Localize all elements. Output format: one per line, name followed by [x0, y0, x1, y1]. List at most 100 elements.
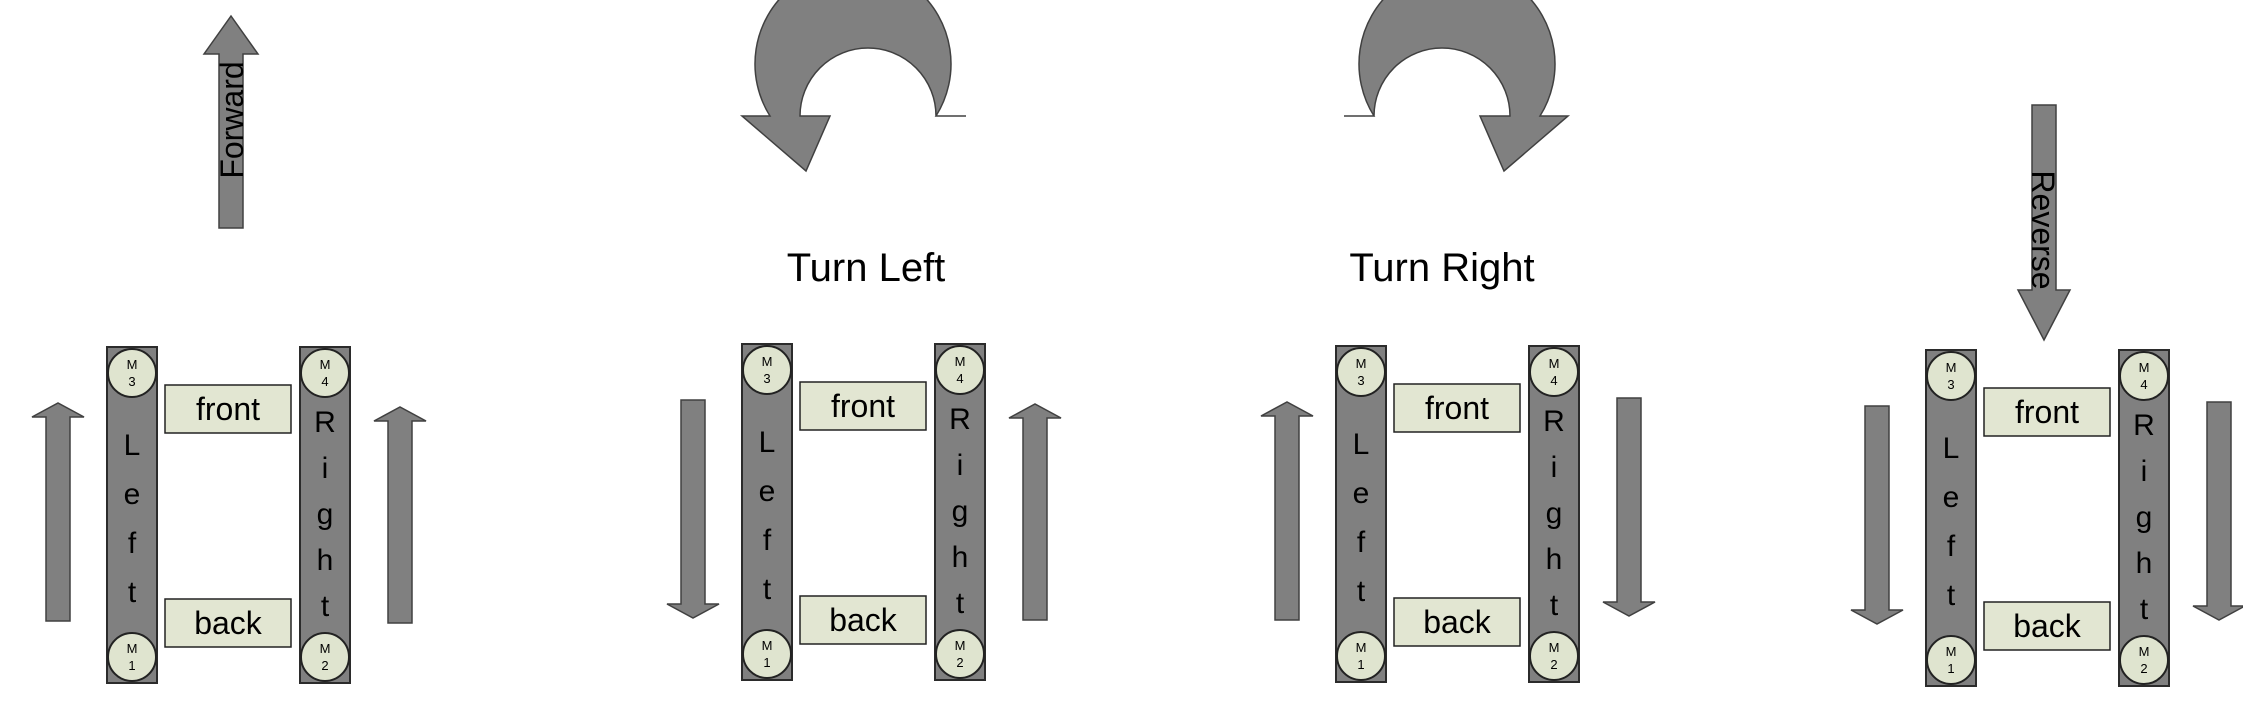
left-motion-arrow [666, 399, 720, 619]
back-label: back [2013, 608, 2082, 644]
motor-m1-number: 1 [128, 658, 135, 673]
motor-m4: M4 [2119, 351, 2169, 401]
motor-m1: M1 [1336, 631, 1386, 681]
front-box [799, 381, 927, 431]
motor-m2-number: 2 [1550, 657, 1557, 672]
back-box [799, 595, 927, 645]
right-track-letter: g [1546, 497, 1563, 530]
motor-m4-number: 4 [321, 374, 328, 389]
right-track-letter: h [317, 544, 334, 577]
motor-m1-number: 1 [1357, 657, 1364, 672]
right-track [934, 343, 986, 681]
front-box [1393, 383, 1521, 433]
left-track-letter: f [763, 524, 772, 557]
motor-m2-circle [300, 632, 350, 682]
motor-m1-circle [742, 629, 792, 679]
motor-m4-letter: M [320, 357, 331, 372]
motor-m3: M3 [742, 345, 792, 395]
motor-m3-letter: M [127, 357, 138, 372]
motor-m3-letter: M [1356, 356, 1367, 371]
left-track-letter: e [1353, 477, 1370, 510]
left-track-letter: t [1357, 575, 1366, 608]
motor-m2-circle [2119, 635, 2169, 685]
left-track-letter: f [1357, 526, 1366, 559]
left-track-letter: f [128, 527, 137, 560]
right-track-letter: R [2133, 409, 2155, 442]
motor-m2: M2 [2119, 635, 2169, 685]
motor-m4-number: 4 [956, 371, 963, 386]
motor-m1: M1 [1926, 635, 1976, 685]
right-motion-arrow [2192, 401, 2243, 621]
motor-m4-number: 4 [1550, 373, 1557, 388]
right-track-letter: i [1551, 451, 1558, 484]
motor-m3-circle [107, 348, 157, 398]
motor-m2-circle [935, 629, 985, 679]
motor-m4-circle [935, 345, 985, 395]
right-track-letter: h [1546, 543, 1563, 576]
right-track-letter: t [956, 587, 965, 620]
reverse-arrow: Reverse [2016, 104, 2072, 342]
turn-left-title: Turn Left [787, 246, 946, 290]
left-track-letter: t [1947, 579, 1956, 612]
motor-m3-number: 3 [1947, 377, 1954, 392]
motor-m3: M3 [1926, 351, 1976, 401]
left-track-letter: e [1943, 481, 1960, 514]
motor-m3: M3 [1336, 347, 1386, 397]
left-track [741, 343, 793, 681]
turn-right-title: Turn Right [1349, 246, 1534, 290]
motor-m1: M1 [107, 632, 157, 682]
motor-m3-number: 3 [763, 371, 770, 386]
front-label: front [1425, 390, 1489, 426]
motor-m1-number: 1 [763, 655, 770, 670]
left-track-letter: L [759, 426, 776, 459]
motor-m2-letter: M [2139, 644, 2150, 659]
motor-m3: M3 [107, 348, 157, 398]
right-track [299, 346, 351, 684]
motor-m1-letter: M [1946, 644, 1957, 659]
left-track [1335, 345, 1387, 683]
left-track [106, 346, 158, 684]
left-track-letter: L [1943, 432, 1960, 465]
motor-m2-circle [1529, 631, 1579, 681]
motor-m4-circle [1529, 347, 1579, 397]
back-label: back [1423, 604, 1492, 640]
motor-m2-letter: M [1549, 640, 1560, 655]
right-track-letter: h [2136, 547, 2153, 580]
motor-m1-circle [1926, 635, 1976, 685]
motor-m3-circle [1336, 347, 1386, 397]
right-track-letter: i [2141, 455, 2148, 488]
front-label: front [196, 391, 260, 427]
motor-m2: M2 [300, 632, 350, 682]
motor-m4: M4 [300, 348, 350, 398]
right-track-letter: h [952, 541, 969, 574]
motor-m3-circle [1926, 351, 1976, 401]
right-motion-arrow [1602, 397, 1656, 617]
motor-m2-letter: M [955, 638, 966, 653]
motor-m3-letter: M [1946, 360, 1957, 375]
motor-m2-number: 2 [321, 658, 328, 673]
motor-m4-letter: M [1549, 356, 1560, 371]
motor-m4-letter: M [955, 354, 966, 369]
robot-diagrams: M3M4M1M2LeftRightfrontbackM3M4M1M2LeftRi… [31, 343, 2243, 687]
motor-m4-circle [300, 348, 350, 398]
right-track-letter: g [317, 498, 334, 531]
motor-m3-number: 3 [1357, 373, 1364, 388]
left-track-letter: e [124, 478, 141, 511]
left-motion-arrow [1850, 405, 1904, 625]
forward-arrow: Forward [202, 14, 260, 229]
right-track [2118, 349, 2170, 687]
left-track-letter: L [1353, 428, 1370, 461]
front-box [1983, 387, 2111, 437]
turn-left-arrow [739, 0, 966, 173]
motor-m4-number: 4 [2140, 377, 2147, 392]
back-label: back [194, 605, 263, 641]
turn-right-arrow [1344, 0, 1571, 173]
right-track-letter: g [952, 495, 969, 528]
front-label: front [2015, 394, 2079, 430]
right-track-letter: t [2140, 593, 2149, 626]
